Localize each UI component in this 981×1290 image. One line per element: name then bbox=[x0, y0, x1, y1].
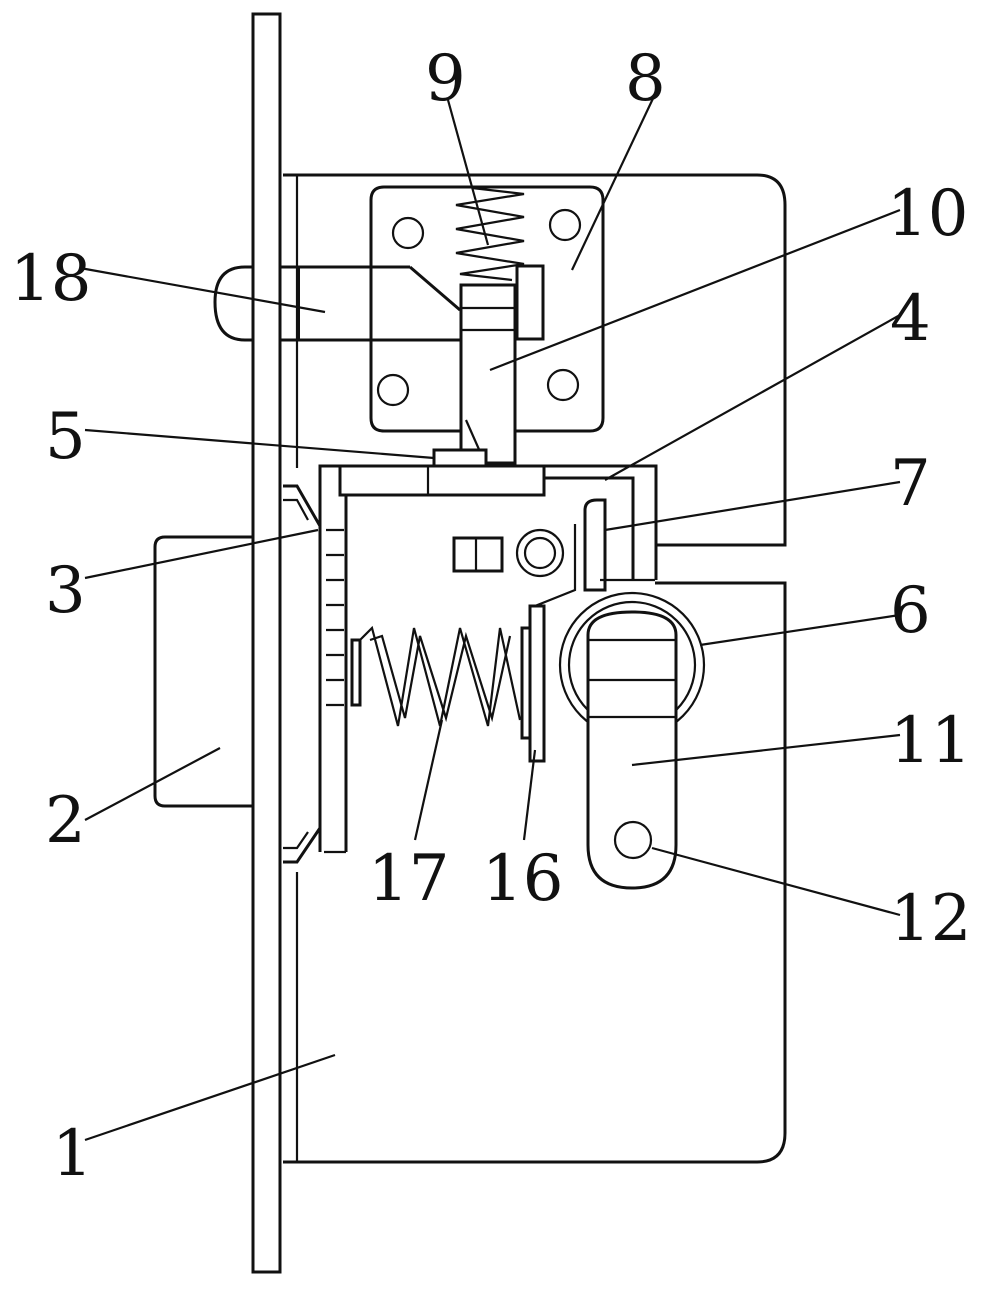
cam-part-11 bbox=[586, 610, 678, 890]
label-10: 10 bbox=[887, 177, 968, 251]
leader-lines bbox=[79, 89, 901, 1142]
label-5: 5 bbox=[45, 400, 86, 474]
roller-pin bbox=[515, 528, 565, 578]
spring-part-17 bbox=[350, 625, 522, 727]
label-18: 18 bbox=[10, 242, 91, 316]
label-17: 17 bbox=[368, 842, 449, 916]
bracket-ticks bbox=[326, 528, 344, 707]
mounting-plate-part-8 bbox=[369, 185, 605, 433]
label-12: 12 bbox=[890, 882, 971, 956]
label-16: 16 bbox=[482, 842, 563, 916]
label-11: 11 bbox=[890, 704, 971, 778]
spring-part-9 bbox=[455, 186, 525, 282]
latch-pin-part-10 bbox=[459, 264, 545, 465]
label-9: 9 bbox=[425, 42, 466, 116]
lock-bar-part-5 bbox=[432, 448, 488, 468]
small-block bbox=[452, 536, 504, 573]
latch-hook-part-3 bbox=[283, 484, 322, 864]
label-4: 4 bbox=[890, 282, 931, 356]
slider-bracket-part-4 bbox=[318, 448, 658, 854]
pivot-hole-part-12 bbox=[613, 820, 653, 860]
label-6: 6 bbox=[890, 574, 931, 648]
label-8: 8 bbox=[625, 42, 666, 116]
plate-part-16 bbox=[520, 604, 546, 763]
label-7: 7 bbox=[890, 447, 931, 521]
label-2: 2 bbox=[45, 784, 86, 858]
faceplate-rail bbox=[251, 12, 282, 1274]
label-3: 3 bbox=[45, 554, 86, 628]
label-1: 1 bbox=[52, 1117, 93, 1191]
latch-tongue-part-2 bbox=[153, 535, 252, 808]
lever-part-7 bbox=[533, 498, 655, 630]
